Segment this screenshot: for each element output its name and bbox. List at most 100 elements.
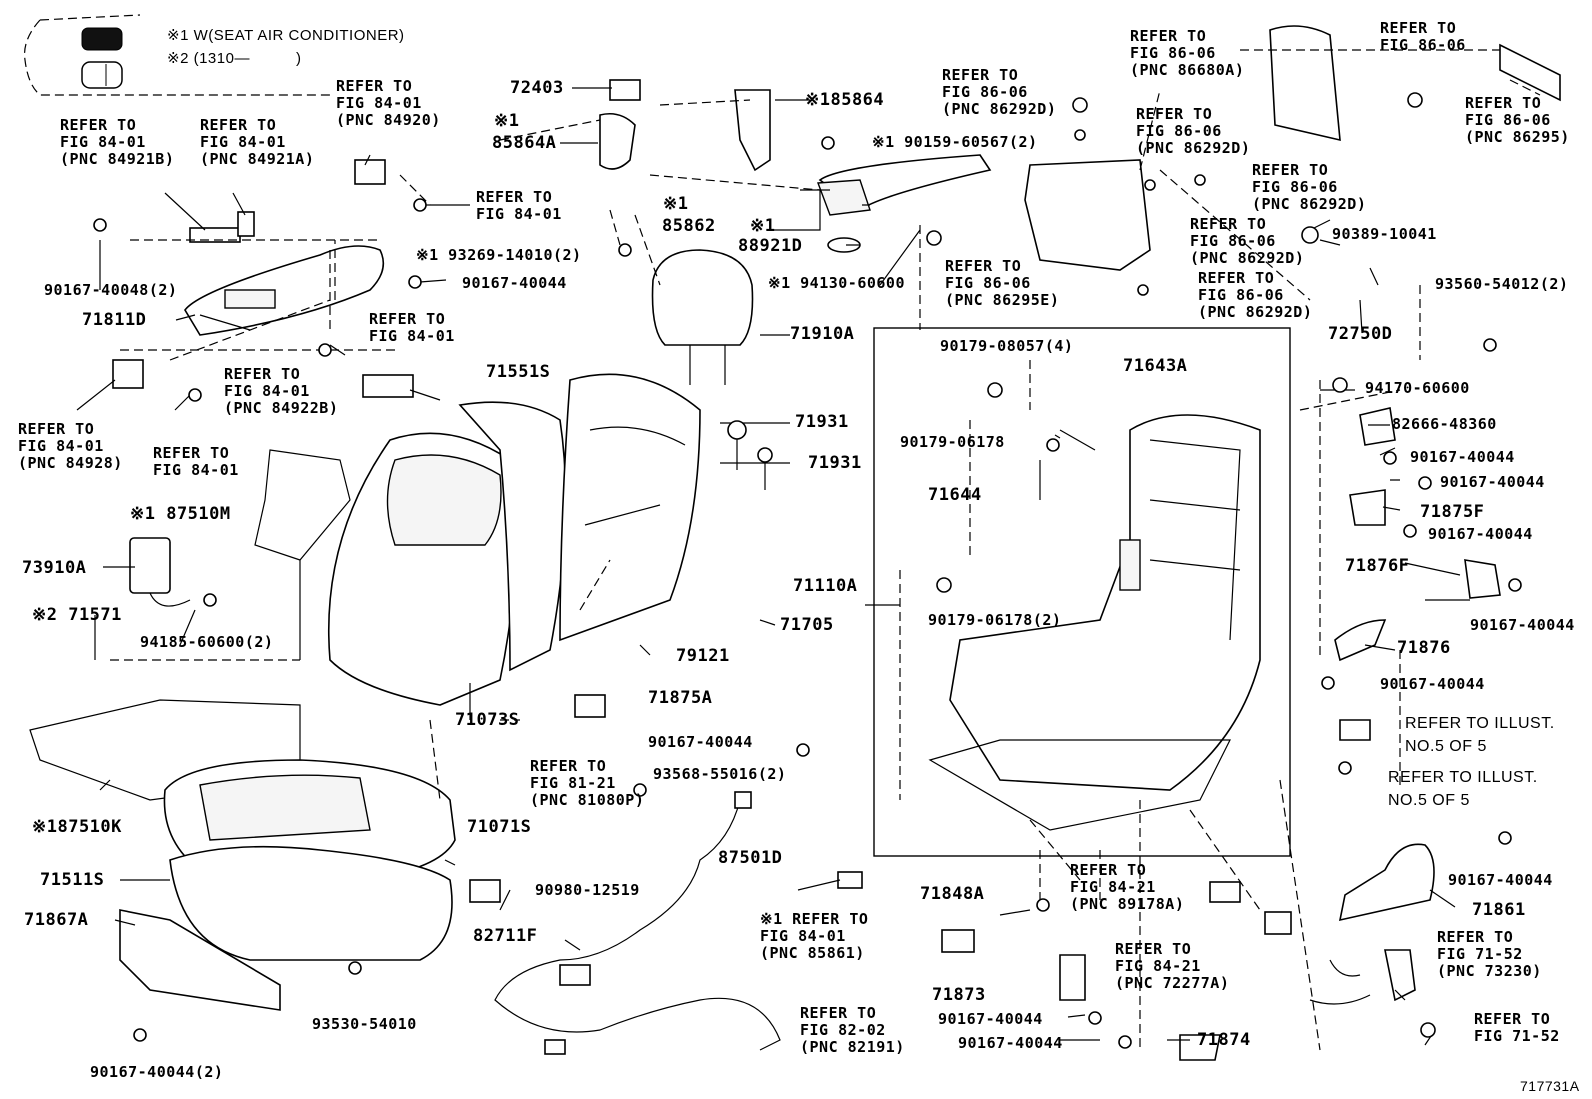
bracket-71874 (1179, 1034, 1221, 1061)
refer-label: REFER TO FIG 84-01 (476, 188, 562, 223)
legend-frame (23, 14, 330, 96)
part-label: ※185864 (805, 90, 885, 110)
refer-label: REFER TO FIG 71-52 (PNC 73230) (1437, 928, 1542, 980)
part-label: 71910A (790, 324, 855, 344)
part-label: 90167-40044 (1470, 616, 1575, 634)
part-label: ※1 93269-14010(2) (416, 246, 582, 264)
part-label: 72750D (1328, 324, 1393, 344)
part-label: 71876 (1397, 638, 1451, 658)
part-label: 90179-06178(2) (928, 611, 1062, 629)
legend-key-2-close: ) (296, 50, 302, 67)
back-panel (1269, 25, 1341, 142)
part-label: 88921D (738, 236, 803, 256)
part-label: 71931 (795, 412, 849, 432)
connector-90980 (469, 879, 501, 903)
module-73910a (129, 537, 171, 594)
seatback-upper-panel (386, 454, 502, 546)
seat-cushion-pad (169, 845, 453, 961)
part-label: 85864A (492, 133, 557, 153)
headrest (651, 249, 754, 346)
switch-84928 (112, 359, 144, 389)
refer-label: REFER TO FIG 84-21 (PNC 89178A) (1070, 861, 1185, 913)
diagram-id: 717731A (1520, 1078, 1580, 1094)
part-label: 71643A (1123, 356, 1188, 376)
legend-key-1: ※1 W(SEAT AIR CONDITIONER) (167, 27, 405, 44)
part-label: 93568-55016(2) (653, 765, 787, 783)
refer-label: REFER TO FIG 84-01 (153, 444, 239, 479)
heater-mat-back (254, 449, 351, 561)
part-label: 71551S (486, 362, 551, 382)
part-label: 90167-40044 (1410, 448, 1515, 466)
refer-label: REFER TO FIG 86-06 (PNC 86292D) (1136, 105, 1251, 157)
part-label: ※1 87510M (130, 504, 231, 524)
part-label: 71867A (24, 910, 89, 930)
part-label: 90167-40044 (1380, 675, 1485, 693)
part-label: 71875F (1420, 502, 1485, 522)
seatback-pad (559, 373, 701, 642)
part-label: 71876F (1345, 556, 1410, 576)
panel-71867a (119, 909, 281, 1011)
switch-panel (224, 289, 276, 309)
part-label: 71848A (920, 884, 985, 904)
motor (1119, 539, 1141, 591)
panel-86295 (1499, 43, 1561, 102)
part-label: 90179-06178 (900, 433, 1005, 451)
refer-label: REFER TO FIG 84-01 (PNC 84920) (336, 77, 441, 129)
part-71876 (1334, 619, 1387, 662)
part-label: 71071S (467, 817, 532, 837)
part-label: 71931 (808, 453, 862, 473)
part-label: 79121 (676, 646, 730, 666)
refer-label: REFER TO FIG 86-06 (1380, 19, 1466, 54)
duct-85864 (734, 89, 771, 172)
refer-label: REFER TO FIG 71-52 (1474, 1010, 1560, 1045)
refer-label: REFER TO FIG 84-01 (PNC 84928) (18, 420, 123, 472)
part-label: 71875A (648, 688, 713, 708)
part-label: 90179-08057(4) (940, 337, 1074, 355)
part-label: 71110A (793, 576, 858, 596)
legend-swatch-filled (81, 27, 123, 51)
refer-label: REFER TO FIG 84-01 (PNC 84921A) (200, 116, 315, 168)
part-label: 90167-40044 (462, 274, 567, 292)
wire-harness (494, 799, 781, 1051)
part-label: 85862 (662, 216, 716, 236)
part-label: 71644 (928, 485, 982, 505)
part-label: 94185-60600(2) (140, 633, 274, 651)
bracket-71873 (1059, 954, 1086, 1001)
blower-85864a (599, 112, 636, 170)
refer-label: REFER TO FIG 86-06 (PNC 86292D) (942, 66, 1057, 118)
refer-label: REFER TO FIG 86-06 (PNC 86292D) (1190, 215, 1305, 267)
part-label: ※187510K (32, 817, 122, 837)
part-label: 71874 (1197, 1030, 1251, 1050)
refer-label: REFER TO FIG 84-01 (PNC 84922B) (224, 365, 339, 417)
part-label: 90167-40044 (1440, 473, 1545, 491)
legend-swatch-outline (81, 61, 123, 89)
refer-label: REFER TO FIG 84-01 (369, 310, 455, 345)
part-label: ※2 71571 (32, 605, 122, 625)
part-label: 71861 (1472, 900, 1526, 920)
part-label: 71073S (455, 710, 520, 730)
refer-label: REFER TO FIG 86-06 (PNC 86680A) (1130, 27, 1245, 79)
part-label: 90167-40044 (958, 1034, 1063, 1052)
clip-72403 (609, 79, 641, 101)
connector-85861 (941, 929, 975, 953)
part-label: 90980-12519 (535, 881, 640, 899)
part-label: 93530-54010 (312, 1015, 417, 1033)
part-82666 (1359, 407, 1396, 446)
part-label: 87501D (718, 848, 783, 868)
part-label: 94170-60600 (1365, 379, 1470, 397)
switch-84922b (362, 374, 414, 398)
refer-label: REFER TO FIG 86-06 (PNC 86295E) (945, 257, 1060, 309)
side-shield (184, 245, 385, 336)
refer-label: REFER TO FIG 86-06 (PNC 86295) (1465, 94, 1570, 146)
refer-label: REFER TO FIG 86-06 (PNC 86292D) (1198, 269, 1313, 321)
refer-label: REFER TO FIG 84-21 (PNC 72277A) (1115, 940, 1230, 992)
seat-frame (949, 414, 1261, 791)
refer-label: REFER TO FIG 81-21 (PNC 81080P) (530, 757, 645, 809)
part-label: 90167-40044 (938, 1010, 1043, 1028)
part-label: 73910A (22, 558, 87, 578)
note-mark: ※1 (663, 194, 689, 214)
part-label: 90167-40048(2) (44, 281, 178, 299)
part-label: 82711F (473, 926, 538, 946)
part-label: 71873 (932, 985, 986, 1005)
